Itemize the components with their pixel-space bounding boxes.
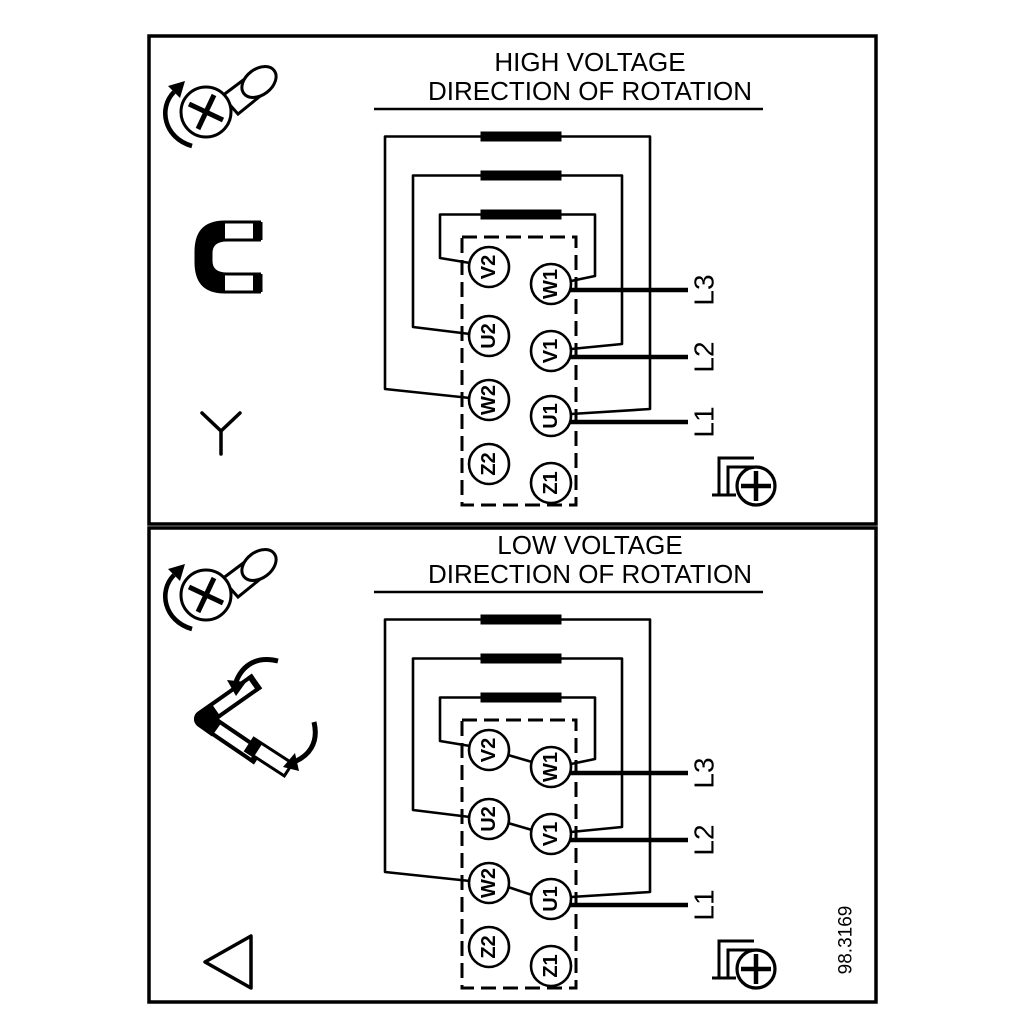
bracket-bend bbox=[194, 702, 223, 737]
terminal-label-u2: U2 bbox=[478, 806, 500, 832]
terminal-label-w1: W1 bbox=[540, 269, 562, 299]
terminal-label-w1: W1 bbox=[540, 752, 562, 782]
bracket-tip bbox=[253, 274, 261, 292]
wiring-board-low bbox=[385, 615, 688, 988]
panel-title-line1: LOW VOLTAGE bbox=[497, 530, 682, 560]
delta-symbol bbox=[203, 934, 253, 990]
panel-title-line1: HIGH VOLTAGE bbox=[494, 47, 685, 77]
figure-number: 98.3169 bbox=[836, 906, 857, 975]
terminal-label-w2: W2 bbox=[478, 868, 500, 898]
star-symbol bbox=[200, 411, 242, 456]
ground-terminal-icon-low bbox=[712, 941, 775, 988]
delta-link-w2-u1 bbox=[507, 885, 533, 897]
delta-link-v2-w1 bbox=[507, 753, 533, 764]
terminal-label-v1: V1 bbox=[540, 339, 562, 363]
panel-frame bbox=[147, 34, 878, 526]
bracket-inner bbox=[209, 238, 261, 276]
move-arrowhead bbox=[227, 680, 246, 696]
bracket-tip bbox=[253, 222, 261, 240]
move-arrow bbox=[232, 657, 279, 686]
terminal-label-u1: U1 bbox=[540, 886, 562, 912]
bracket-tip bbox=[246, 673, 263, 692]
terminal-label-z1: Z1 bbox=[540, 471, 562, 494]
panel-title-line2: DIRECTION OF ROTATION bbox=[428, 559, 752, 589]
supply-label-l1: L1 bbox=[689, 889, 720, 920]
supply-label-l3: L3 bbox=[689, 757, 720, 788]
star-jumper-icon bbox=[194, 220, 263, 294]
supply-label-l1: L1 bbox=[689, 406, 720, 437]
screw-rotation-icon-high bbox=[165, 60, 282, 146]
terminal-label-z2: Z2 bbox=[478, 452, 500, 475]
delta-jumper-icon bbox=[194, 657, 318, 779]
terminal-label-z2: Z2 bbox=[478, 935, 500, 958]
supply-label-l2: L2 bbox=[689, 824, 720, 855]
terminal-label-w2: W2 bbox=[478, 385, 500, 415]
bracket-bend bbox=[196, 222, 227, 292]
supply-label-l2: L2 bbox=[689, 341, 720, 372]
low-voltage-panel: LOW VOLTAGE DIRECTION OF ROTATION bbox=[147, 526, 878, 1004]
screw-rotation-icon-low bbox=[165, 543, 282, 629]
delta-link-u2-v1 bbox=[507, 821, 533, 832]
bar-tip bbox=[245, 738, 263, 757]
move-arrowhead bbox=[283, 753, 299, 771]
loose-jumper-bar bbox=[243, 736, 295, 779]
terminal-label-u1: U1 bbox=[540, 403, 562, 429]
terminal-label-v2: V2 bbox=[478, 738, 500, 762]
terminal-label-u2: U2 bbox=[478, 323, 500, 349]
terminal-label-v2: V2 bbox=[478, 255, 500, 279]
wiring-board-high bbox=[385, 132, 688, 505]
ground-terminal-icon-high bbox=[712, 458, 775, 505]
supply-label-l3: L3 bbox=[689, 274, 720, 305]
terminal-label-v1: V1 bbox=[540, 822, 562, 846]
panel-title-line2: DIRECTION OF ROTATION bbox=[428, 76, 752, 106]
high-voltage-panel: HIGH VOLTAGE DIRECTION OF ROTATION V2 U2… bbox=[147, 34, 878, 526]
terminal-label-z1: Z1 bbox=[540, 954, 562, 977]
panel-frame bbox=[147, 526, 878, 1004]
